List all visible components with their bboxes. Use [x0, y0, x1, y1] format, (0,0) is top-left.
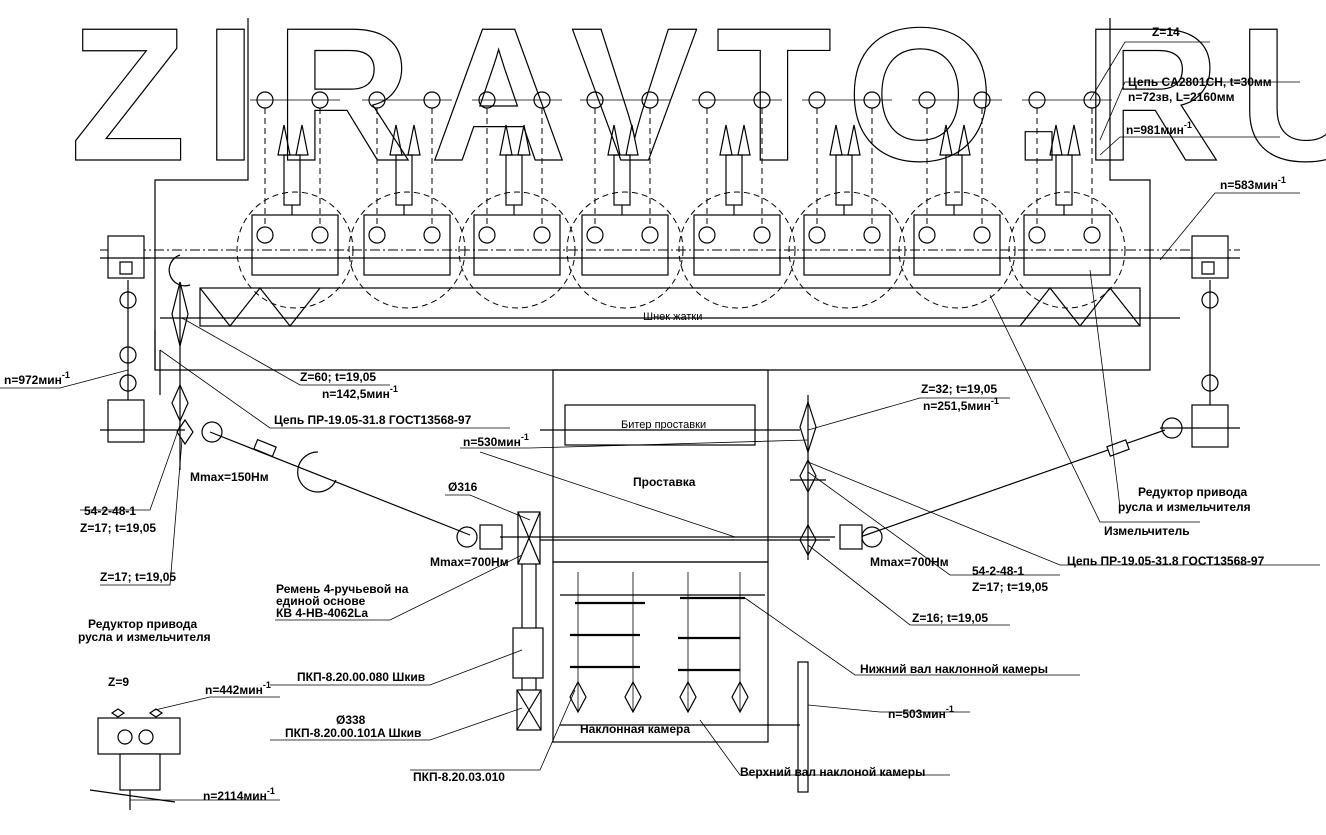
label-reducer-right-1: Редуктор привода — [1138, 485, 1247, 499]
left-header-gearbox — [100, 235, 223, 470]
label-belt-1: Ремень 4-ручьевой на — [276, 582, 409, 596]
label-reducer-left-1: Редуктор привода — [88, 617, 197, 631]
unit-circle-2 — [458, 191, 576, 309]
unit-block-2 — [473, 214, 561, 276]
label-z14: Z=14 — [1152, 25, 1180, 39]
unit-block-0 — [251, 214, 339, 276]
label-pkp03: ПКП-8.20.03.010 — [413, 770, 505, 784]
unit-block-4 — [693, 214, 781, 276]
label-n530: n=530мин-1 — [463, 432, 529, 449]
label-n2114: n=2114мин-1 — [203, 786, 275, 803]
header-auger — [199, 287, 1141, 327]
label-n142: n=142,5мин-1 — [322, 384, 398, 401]
inclined-chamber — [552, 561, 800, 743]
label-n503: n=503мин-1 — [888, 704, 954, 721]
unit-circle-5 — [788, 191, 906, 309]
leader-lines — [0, 41, 1320, 801]
label-pkp080: ПКП-8.20.00.080 Шкив — [297, 670, 425, 684]
label-z17-left: Z=17; t=19,05 — [80, 521, 156, 535]
label-z17-right: Z=17; t=19,05 — [972, 580, 1048, 594]
unit-circle-7 — [1008, 191, 1126, 309]
prostavka-frame — [540, 369, 830, 563]
label-prostavka: Проставка — [633, 475, 696, 489]
label-z17-bottom: Z=17; t=19,05 — [100, 570, 176, 584]
label-z32: Z=32; t=19,05 — [921, 382, 997, 396]
label-z60: Z=60; t=19,05 — [300, 370, 376, 384]
label-d338: Ø338 — [336, 713, 366, 727]
label-lower-shaft: Нижний вал наклонной камеры — [860, 662, 1048, 676]
unit-circle-4 — [678, 191, 796, 309]
label-chain-pr-left: Цепь ПР-19.05-31.8 ГОСТ13568-97 — [274, 413, 472, 427]
label-code-right: 54-2-48-1 — [972, 564, 1024, 578]
label-chain-ca-2: n=72зв, L=2160мм — [1128, 90, 1235, 104]
label-z16: Z=16; t=19,05 — [912, 611, 988, 625]
label-izmelchitel: Измельчитель — [1104, 524, 1190, 538]
main-drive-shaft — [168, 254, 835, 550]
label-code-left: 54-2-48-1 — [84, 504, 136, 518]
label-upper-shaft: Верхний вал наклоной камеры — [740, 765, 925, 779]
label-inclined-chamber: Наклонная камера — [580, 722, 690, 736]
unit-circle-1 — [348, 191, 466, 309]
unit-block-6 — [913, 214, 1001, 276]
unit-block-5 — [803, 214, 891, 276]
label-belt-3: КВ 4-НВ-4062La — [276, 606, 368, 620]
label-auger: Шнек жатки — [643, 311, 702, 323]
unit-block-7 — [1023, 214, 1111, 276]
unit-block-3 — [581, 214, 669, 276]
unit-block-1 — [363, 214, 451, 276]
label-mmax700-left: Mmax=700Нм — [430, 555, 509, 569]
label-mmax700-right: Mmax=700Нм — [870, 555, 949, 569]
unit-circle-6 — [898, 191, 1016, 309]
label-n583: n=583мин-1 — [1220, 175, 1286, 192]
label-biter: Битер проставки — [621, 419, 706, 431]
label-d316: Ø316 — [448, 480, 478, 494]
label-reducer-right-2: русла и измельчителя — [1118, 500, 1251, 514]
right-header-gearbox — [1160, 235, 1240, 448]
label-chain-pr-right: Цепь ПР-19.05-31.8 ГОСТ13568-97 — [1067, 554, 1265, 568]
label-n442: n=442мин-1 — [205, 680, 271, 697]
label-belt-2: единой основе — [276, 594, 366, 608]
label-mmax150: Mmax=150Нм — [190, 470, 269, 484]
knife-units — [236, 91, 1126, 309]
label-n972: n=972мин-1 — [4, 370, 70, 387]
label-pkp101: ПКП-8.20.00.101A Шкив — [285, 726, 421, 740]
upper-shaft-wheel — [797, 661, 809, 793]
bottom-gearbox — [89, 708, 181, 810]
label-reducer-left-2: русла и измельчителя — [78, 630, 211, 644]
prostavka-right-sprockets — [790, 395, 826, 560]
label-chain-ca: Цепь CA2801CH, t=30мм — [1128, 75, 1272, 89]
unit-circle-3 — [566, 191, 684, 309]
label-z9: Z=9 — [108, 675, 129, 689]
right-drive-shaft — [839, 429, 1166, 550]
label-n251: n=251,5мин-1 — [923, 396, 999, 413]
belt-drive — [512, 511, 544, 731]
label-n981: n=981мин-1 — [1126, 120, 1192, 137]
unit-circle-0 — [236, 191, 354, 309]
